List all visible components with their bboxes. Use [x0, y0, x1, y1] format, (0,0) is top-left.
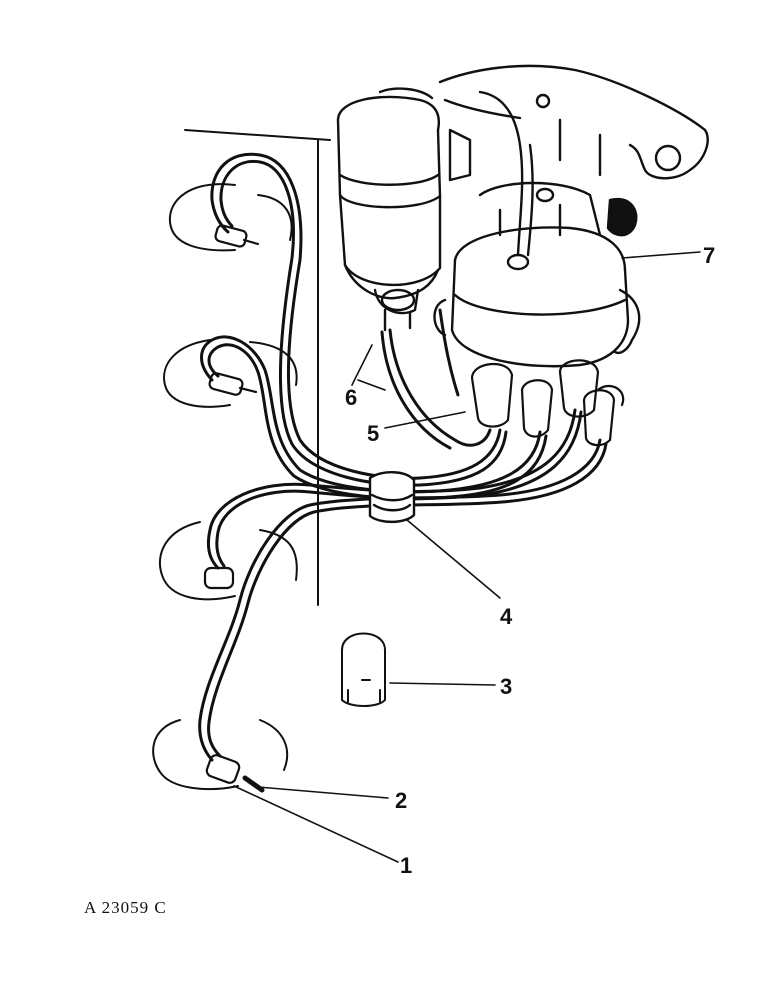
callout-2: 2: [395, 788, 407, 813]
spark-plug-wires: [198, 152, 608, 762]
cylinder-bosses: [152, 183, 298, 791]
callout-4: 4: [500, 604, 513, 629]
callout-7: 7: [703, 243, 715, 268]
wire-retainer: [368, 471, 416, 524]
callout-1: 1: [400, 853, 412, 878]
mounting-bracket: [438, 64, 709, 237]
spark-plug-3: [203, 566, 235, 590]
distributor: [433, 90, 641, 368]
leader-7: [621, 251, 701, 259]
leader-1: [233, 785, 399, 863]
leader-4: [406, 519, 501, 599]
callout-5: 5: [367, 421, 379, 446]
callout-6: 6: [345, 385, 357, 410]
spark-plug-1: [214, 224, 260, 248]
leader-2: [257, 786, 389, 799]
coil-wire: [380, 308, 492, 450]
callout-numbers: 1 2 3 4 5 6 7: [345, 243, 715, 878]
distributor-cap-terminals: [470, 359, 625, 447]
ignition-coil: [336, 87, 442, 332]
leader-6a: [351, 344, 373, 386]
leader-5: [384, 411, 466, 429]
leader-6b: [357, 379, 386, 391]
engine-block-outline: [184, 129, 331, 606]
figure-id-label: A 23059 C: [84, 898, 167, 917]
leader-lines: [233, 251, 701, 863]
spark-plug-4: [205, 754, 265, 793]
callout-3: 3: [500, 674, 512, 699]
leader-3: [389, 682, 496, 686]
spark-plug-boot: [341, 632, 386, 707]
